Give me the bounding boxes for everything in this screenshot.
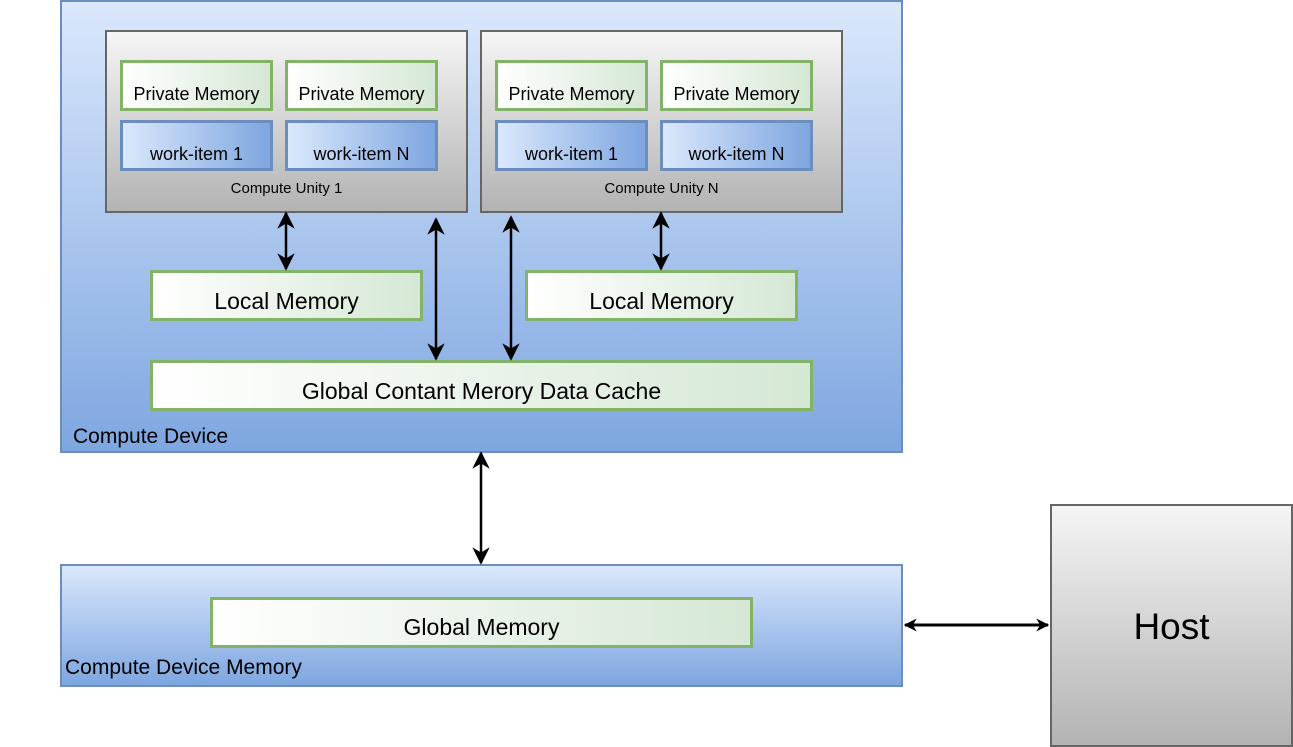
work-item-label: work-item N [313,144,410,164]
work-item: work-item N [285,120,438,171]
compute-device-memory-label: Compute Device Memory [65,656,302,679]
local-memory-label: Local Memory [214,288,359,314]
global-memory-label: Global Memory [403,614,560,640]
local-memory-n: Local Memory [525,270,798,321]
local-memory-label: Local Memory [589,288,734,314]
local-memory-1: Local Memory [150,270,423,321]
work-item: work-item N [660,120,813,171]
private-memory-label: Private Memory [508,84,635,104]
global-memory: Global Memory [210,597,753,648]
compute-device-label: Compute Device [73,425,229,448]
work-item-label: work-item N [688,144,785,164]
private-memory-label: Private Memory [673,84,800,104]
compute-device-memory: Compute Device Memory [60,564,903,687]
work-item: work-item 1 [120,120,273,171]
compute-unit-n-label: Compute Unity N [604,180,719,197]
work-item-label: work-item 1 [149,144,243,164]
private-memory-label: Private Memory [133,84,260,104]
global-constant-memory-cache: Global Contant Merory Data Cache [150,360,813,411]
global-cache-label: Global Contant Merory Data Cache [301,378,662,404]
host: Host [1050,504,1293,747]
private-memory: Private Memory [660,60,813,111]
work-item: work-item 1 [495,120,648,171]
private-memory-label: Private Memory [298,84,425,104]
host-label: Host [1133,606,1210,647]
private-memory: Private Memory [285,60,438,111]
work-item-label: work-item 1 [524,144,618,164]
private-memory: Private Memory [495,60,648,111]
compute-unit-1-label: Compute Unity 1 [230,180,343,197]
private-memory: Private Memory [120,60,273,111]
